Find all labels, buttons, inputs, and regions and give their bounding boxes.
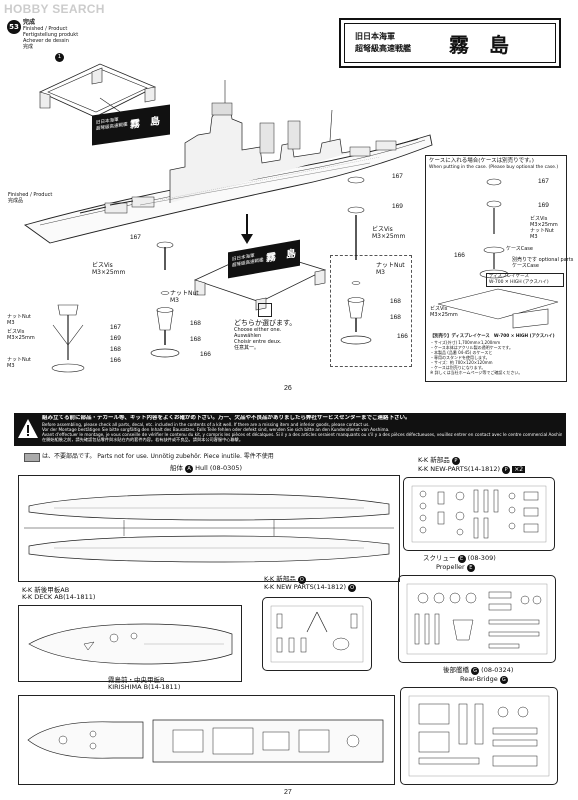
part-166-right: 166	[397, 333, 408, 340]
deck-ab-sprue	[18, 605, 242, 682]
vis-size-right: M3×25mm	[372, 233, 406, 240]
warning-triangle-icon	[18, 419, 38, 438]
case-screw-diagram	[479, 178, 509, 279]
hull-header: 船体 A Hull (08-0305)	[170, 464, 243, 473]
title-box: 旧日本海軍 超弩級高速戦艦 霧 島	[339, 18, 561, 68]
page-27: 組み立てる前に部品・デカール等、キット内容をよくお確かめ下さい。万一、欠品や不良…	[0, 405, 578, 800]
unused-parts-swatch	[24, 453, 40, 462]
battleship-illustration	[23, 80, 433, 244]
part-166-label: 166	[200, 351, 211, 358]
page-26: 53 完成 Finished / Product Fertigstellung …	[7, 18, 573, 392]
part-167-right: 167	[392, 173, 403, 180]
left-nut-vis: ナットNut M3 ビスVis M3×25mm ナットNut M3	[7, 314, 35, 369]
rear-bridge-header: 後部艦橋 G (08-0324)	[443, 666, 514, 675]
choose-either-note: どちらか選びます。 Choose either one. Auswählen C…	[234, 319, 297, 352]
nut-label-right: ナットNut	[376, 262, 405, 269]
part-168b-label: 168	[190, 336, 201, 343]
choose-arrow-box	[258, 303, 272, 317]
propeller-en: Propeller E	[436, 564, 475, 572]
unused-parts-legend: は、不要部品です。 Parts not for use. Unnötig zub…	[42, 453, 274, 460]
propeller-header: スクリュー E (08-309)	[423, 554, 496, 563]
left-part-numbers: 167 169 168 166	[110, 324, 121, 364]
knp-p-header: K-K 新部品 P	[418, 457, 460, 465]
part-167-label: 167	[130, 234, 141, 241]
nut-label-main: ナットNut	[170, 290, 199, 297]
arrow-down-icon	[241, 214, 253, 244]
screw-main	[150, 241, 180, 358]
rear-bridge-en: Rear-Bridge G	[460, 676, 508, 684]
step-title: 完成 Finished / Product Fertigstellung pro…	[23, 19, 79, 50]
case-box: ケースに入れる場合(ケースは別売りです。) When putting in th…	[425, 155, 573, 382]
knp-o-sprue	[262, 597, 372, 671]
stand-diagram-top	[39, 63, 156, 131]
part-168-right: 168	[390, 298, 401, 305]
page-number-27: 27	[284, 789, 292, 796]
propeller-sprue	[398, 575, 556, 663]
part-168-label: 168	[190, 320, 201, 327]
vis-label: ビスVis	[92, 262, 113, 269]
display-case-label: ディスプレイケース W-700 ✕ HIGH (アクスハイ)	[486, 273, 564, 287]
warning-banner: 組み立てる前に部品・デカール等、キット内容をよくお確かめ下さい。万一、欠品や不良…	[14, 413, 566, 446]
page-divider	[0, 400, 578, 404]
knp-o-header: K-K 新部品 O K-K NEW PARTS(14-1812) O	[264, 576, 357, 592]
step-number-badge: 53	[7, 20, 21, 34]
option-dashed-box	[330, 255, 412, 367]
step-circle-1: 1	[55, 53, 64, 62]
page-number-26: 26	[284, 385, 292, 392]
hull-sprue	[18, 475, 400, 582]
stand-side-diagram	[51, 304, 85, 373]
vis-label-right: ビスVis	[372, 226, 393, 233]
screw-option	[340, 176, 372, 345]
knp-p-title: K-K NEW-PARTS(14-1812) P ×2	[418, 465, 526, 474]
part-168b-right: 168	[390, 314, 401, 321]
case-base-diagram	[437, 288, 559, 329]
watermark-logo: HOBBY SEARCH	[4, 2, 105, 16]
nut-size-right: M3	[376, 269, 385, 276]
vis-size: M3×25mm	[92, 269, 126, 276]
knp-p-sprue	[403, 477, 555, 551]
rear-bridge-sprue	[400, 687, 558, 785]
kirishima-b-sprue	[18, 695, 395, 785]
finished-label: Finished / Product 完成品	[8, 192, 53, 204]
deck-ab-header: K-K 新後甲板AB K-K DECK AB(14-1811)	[22, 586, 96, 601]
title-ship-name: 霧 島	[449, 33, 509, 57]
kirishima-b-header: 霧島前・中央甲板B KIRISHIMA B(14-1811)	[108, 676, 181, 691]
nut-size-main: M3	[170, 297, 179, 304]
part-169-right: 169	[392, 203, 403, 210]
